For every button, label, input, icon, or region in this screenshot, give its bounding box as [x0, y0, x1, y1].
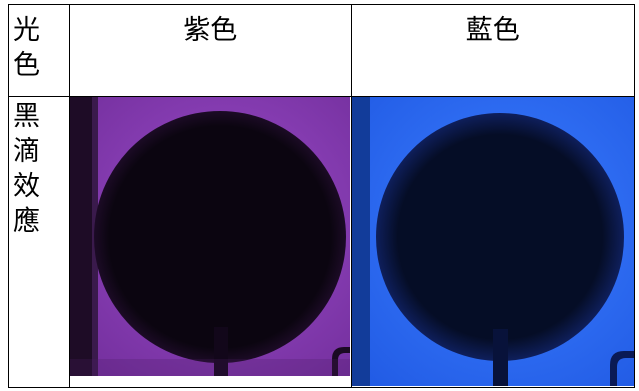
row-label-cell: 黑滴效應 — [7, 96, 71, 388]
corner-label: 光色 — [13, 15, 40, 81]
column-header-blue: 藍色 — [350, 4, 636, 97]
column-title-purple: 紫色 — [183, 15, 238, 46]
blue-light-photo — [351, 97, 634, 386]
header-row: 光色 紫色 藍色 — [7, 4, 636, 97]
column-header-purple: 紫色 — [69, 4, 352, 97]
purple-light-photo — [70, 97, 351, 376]
purple-photo-cell — [69, 96, 352, 388]
corner-cell: 光色 — [7, 4, 71, 97]
black-drop-row: 黑滴效應 — [7, 96, 636, 388]
column-title-blue: 藍色 — [465, 15, 520, 46]
comparison-table: 光色 紫色 藍色 黑滴效應 — [7, 4, 636, 388]
row-label: 黑滴效應 — [13, 101, 40, 237]
blue-photo-cell — [350, 96, 636, 388]
